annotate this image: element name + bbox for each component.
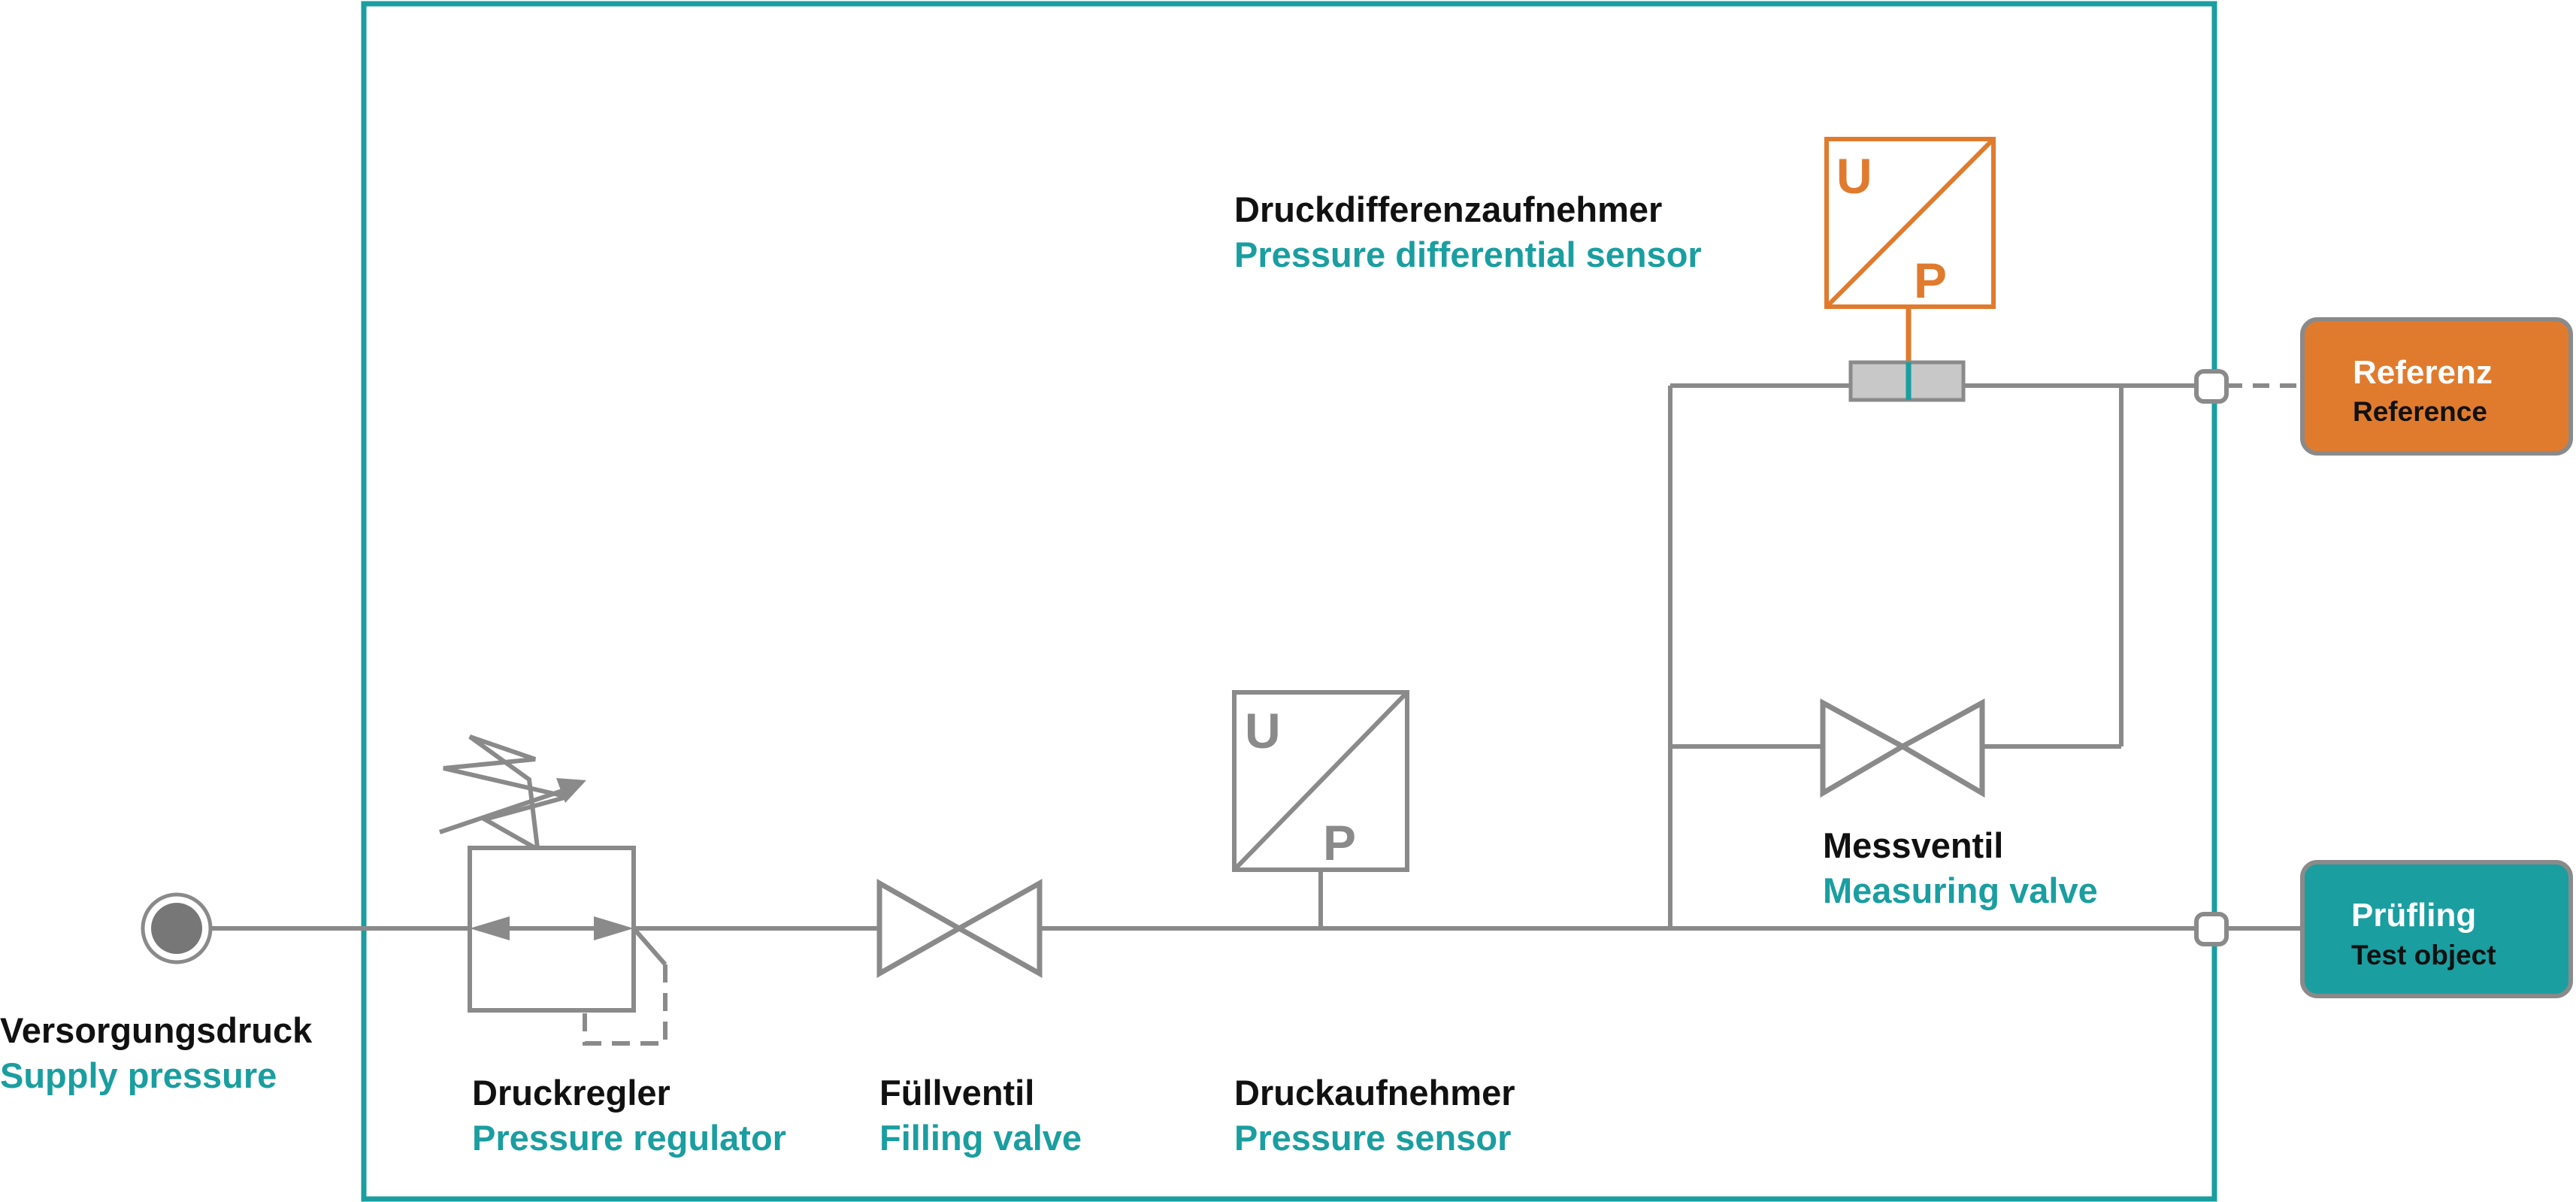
reference-port-box: Referenz Reference <box>2300 317 2573 456</box>
pressure-sensor-icon: U P <box>1232 690 1409 872</box>
pressure-sensor-u-letter: U <box>1245 703 1281 758</box>
measuring-valve-icon <box>1820 698 1985 798</box>
pressure-sensor-label: Druckaufnehmer Pressure sensor <box>1234 1073 1515 1158</box>
diff-sensor-u-letter: U <box>1836 148 1872 204</box>
pressure-sensor-label-de: Druckaufnehmer <box>1234 1073 1515 1113</box>
filling-valve-icon <box>876 878 1043 979</box>
regulator-label-de: Druckregler <box>472 1073 670 1113</box>
filling-valve-label: Füllventil Filling valve <box>879 1073 1082 1158</box>
differential-sensor-icon: U P <box>1824 137 1996 402</box>
supply-label: Versorgungsdruck Supply pressure <box>0 1010 313 1095</box>
filling-valve-label-en: Filling valve <box>879 1118 1082 1158</box>
diff-sensor-label: Druckdifferenzaufnehmer Pressure differe… <box>1234 189 1702 274</box>
test-object-subtitle: Test object <box>2351 940 2496 970</box>
regulator-label-en: Pressure regulator <box>472 1118 786 1158</box>
connector-icon <box>2194 912 2229 946</box>
pressure-sensor-p-letter: P <box>1323 815 1356 870</box>
device-frame <box>361 1 2217 1202</box>
test-object-title: Prüfling <box>2351 897 2476 934</box>
test-object-port-box: Prüfling Test object <box>2300 860 2573 998</box>
filling-valve-label-de: Füllventil <box>879 1073 1034 1113</box>
bypass-lines <box>1318 383 2212 928</box>
supply-port-icon <box>141 892 213 964</box>
supply-label-en: Supply pressure <box>0 1055 277 1095</box>
reference-title: Referenz <box>2353 354 2493 391</box>
supply-label-de: Versorgungsdruck <box>0 1010 313 1050</box>
measuring-valve-label-de: Messventil <box>1823 825 2003 865</box>
diff-sensor-p-letter: P <box>1914 253 1947 308</box>
measuring-valve-label: Messventil Measuring valve <box>1823 825 2098 910</box>
connector-icon <box>2194 369 2229 404</box>
pressure-regulator-icon <box>439 734 667 1046</box>
reference-subtitle: Reference <box>2353 396 2487 427</box>
measuring-valve-label-en: Measuring valve <box>1823 870 2098 910</box>
diff-sensor-label-de: Druckdifferenzaufnehmer <box>1234 189 1662 229</box>
pressure-sensor-label-en: Pressure sensor <box>1234 1118 1511 1158</box>
regulator-label: Druckregler Pressure regulator <box>472 1073 786 1158</box>
diff-sensor-label-en: Pressure differential sensor <box>1234 235 1702 274</box>
